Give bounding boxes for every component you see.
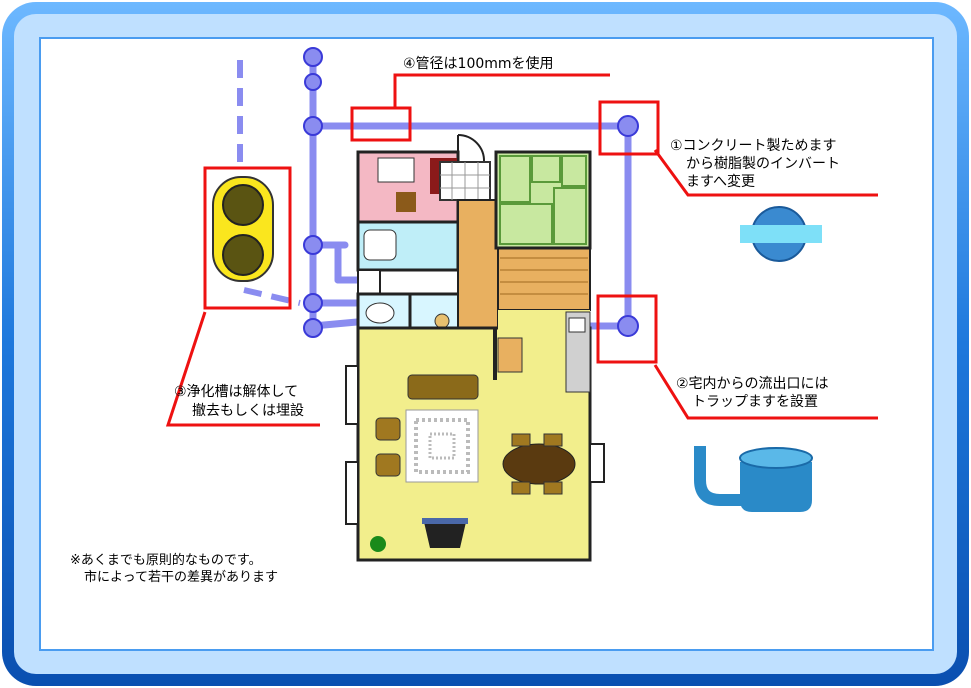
pipe-diameter-label: ④管径は100mmを使用	[403, 56, 554, 72]
trap-basin-icon	[694, 446, 813, 512]
inspection-basin-label-3: ますへ変更	[686, 174, 756, 190]
pipe-nodes	[303, 47, 639, 338]
inspection-basin-label-2: から樹脂製のインバート	[686, 156, 840, 172]
note-label-2: 市によって若干の差異があります	[84, 570, 278, 585]
note-label-1: ※あくまでも原則的なものです。	[70, 553, 262, 568]
septic-tank-label-1: ③浄化槽は解体して	[174, 384, 299, 400]
outlet-trap-label-2: トラップますを設置	[692, 394, 818, 410]
old-pipes-dashed	[237, 60, 301, 306]
resin-inlet-basin-icon	[740, 206, 822, 262]
outlet-trap-label-1: ②宅内からの流出口には	[676, 376, 829, 392]
inspection-basin-label-1: ①コンクリート製ためます	[670, 138, 837, 154]
septic-tank-label-2: 撤去もしくは埋設	[192, 403, 304, 419]
drain-pipes	[309, 54, 632, 332]
septic-tank-icon	[212, 176, 274, 282]
house-floor-plan-icon	[345, 134, 605, 562]
highlight-boxes	[165, 73, 878, 427]
